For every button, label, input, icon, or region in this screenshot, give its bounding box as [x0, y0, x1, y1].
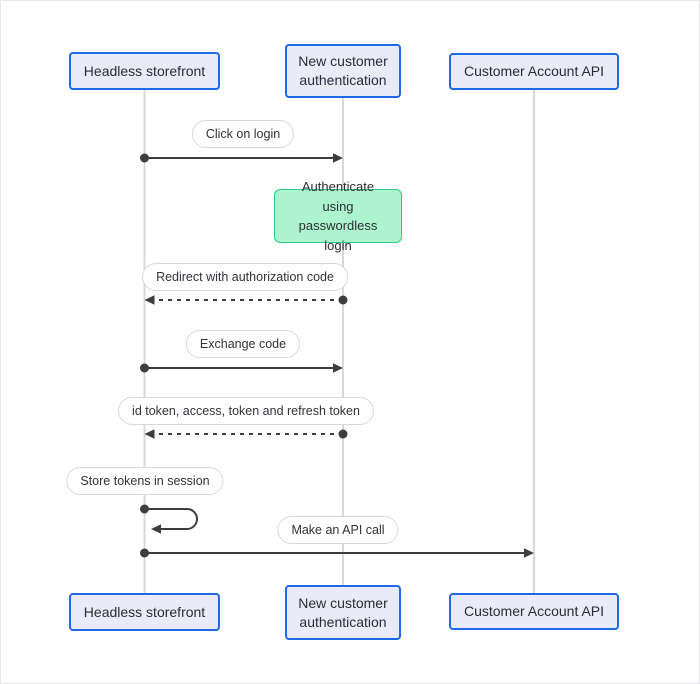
actor-label: Customer Account API [463, 63, 605, 80]
arrowhead-right-icon [333, 363, 343, 373]
actor-label: Headless storefront [83, 603, 206, 620]
actor-headless-storefront-top: Headless storefront [69, 52, 220, 90]
message-label-make-api-call: Make an API call [277, 516, 399, 544]
arrowhead-left-icon [144, 429, 155, 439]
message-label-click-on-login: Click on login [191, 120, 295, 148]
actor-label: New customer authentication [298, 53, 388, 88]
actor-label: Headless storefront [83, 62, 206, 79]
message-label-tokens: id token, access, token and refresh toke… [118, 397, 374, 425]
note-label: Authenticate using passwordless login [298, 179, 378, 253]
actor-label: New customer authentication [298, 594, 388, 630]
message-label-exchange-code: Exchange code [185, 330, 301, 358]
actor-headless-storefront-bottom: Headless storefront [69, 593, 220, 631]
self-message-loop [144, 508, 198, 530]
arrowhead-left-icon [144, 295, 155, 305]
actor-label: Customer Account API [463, 603, 605, 620]
arrowhead-left-icon [151, 524, 161, 534]
actor-new-customer-authentication-bottom: New customer authentication [285, 585, 401, 640]
arrowhead-right-icon [524, 548, 534, 558]
actor-new-customer-authentication-top: New customer authentication [285, 44, 401, 98]
actor-customer-account-api-bottom: Customer Account API [449, 593, 619, 630]
message-label-store-tokens-in-session: Store tokens in session [66, 467, 224, 495]
arrowhead-right-icon [333, 153, 343, 163]
actor-customer-account-api-top: Customer Account API [449, 53, 619, 90]
message-label-redirect-authorization-code: Redirect with authorization code [142, 263, 348, 291]
note-authenticate-passwordless-login: Authenticate using passwordless login [274, 179, 402, 253]
